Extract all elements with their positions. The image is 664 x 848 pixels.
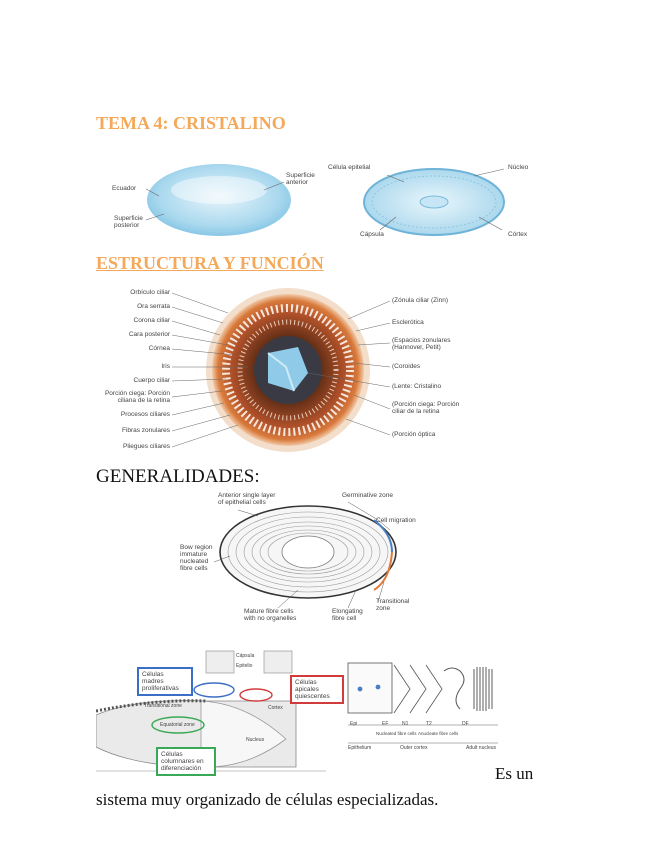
lens-fibre-illustration xyxy=(213,501,397,609)
eye-structure-figure: Orbículo ciliar Ora serrata Corona cilia… xyxy=(105,283,460,455)
page-title: TEMA 4: CRISTALINO xyxy=(96,113,286,133)
section-heading: ESTRUCTURA Y FUNCIÓN xyxy=(96,253,324,273)
label-anterior-surface: Superficie anterior xyxy=(286,172,315,186)
eye-label-r6: (Porción óptica xyxy=(392,431,436,438)
fibre-label-bow: Bow region immature nucleated fibre cell… xyxy=(180,544,213,572)
lens-fibre-figure: Anterior single layer of epithelial cell… xyxy=(178,490,418,630)
axis-df: DF xyxy=(462,721,469,727)
eye-ring-illustration xyxy=(171,288,391,452)
zone-adult-nucleus: Adult nucleus xyxy=(466,745,497,751)
box-differentiation: Células columnares en diferenciación xyxy=(156,747,216,776)
fibre-label-mature: Mature fibre cells with no organelles xyxy=(244,608,297,622)
eye-label-4: Córnea xyxy=(148,345,170,352)
zone-anucleate: Anucleate fibre cells xyxy=(418,731,459,736)
differentiation-illustration xyxy=(95,650,498,772)
eye-label-r2: (Espacios zonulares (Hannover, Petit) xyxy=(392,337,451,351)
eye-label-5: Iris xyxy=(161,363,170,370)
fig4-label-transitional: Transitional zone xyxy=(144,703,182,709)
paragraph-line-2: sistema muy organizado de células especi… xyxy=(96,790,439,809)
eye-label-r5: (Porción ciega: Porción ciliar de la ret… xyxy=(392,401,460,415)
fig4-label-capsule: Cápsula xyxy=(236,653,255,659)
box-quiescent: Células apicales quiescentes xyxy=(290,675,344,704)
axis-epi: Epi xyxy=(350,721,358,727)
label-posterior-surface: Superficie posterior xyxy=(114,215,143,229)
eye-label-2: Corona ciliar xyxy=(133,317,171,324)
fig4-label-nucleus: Nucleus xyxy=(246,737,265,743)
label-cortex: Córtex xyxy=(508,231,528,238)
eye-label-9: Fibras zonulares xyxy=(121,427,170,434)
eye-label-0: Orbículo ciliar xyxy=(130,289,170,296)
zone-nucleated: Nucleated fibre cells xyxy=(376,731,417,736)
cell-differentiation-figure: Células madres proliferativas Células ap… xyxy=(95,643,504,776)
lens-overview-figure: Ecuador Superficie anterior Superficie p… xyxy=(104,152,544,252)
fig4-label-cortex: Cortex xyxy=(268,705,283,711)
fig4-label-equatorial: Equatorial zone xyxy=(160,722,195,728)
axis-ef: EF xyxy=(382,721,389,727)
eye-label-r3: (Coroides xyxy=(392,363,421,370)
eye-label-3: Cara posterior xyxy=(128,331,170,338)
axis-t2: T2 xyxy=(426,721,432,727)
box-proliferative: Células madres proliferativas xyxy=(137,667,193,696)
generalidades-heading: GENERALIDADES: xyxy=(96,466,260,487)
eye-label-8: Procesos ciliares xyxy=(120,411,170,418)
fig4-label-epithelium: Epitelio xyxy=(236,663,253,669)
label-epithelial-cell: Célula epitelial xyxy=(328,164,371,171)
label-capsule: Cápsula xyxy=(360,231,384,238)
axis-n1: N1 xyxy=(402,721,409,727)
eye-label-r4: (Lente: Cristalino xyxy=(392,383,442,390)
eye-label-1: Ora serrata xyxy=(137,303,170,310)
fibre-label-migration: Cell migration xyxy=(376,517,416,524)
eye-label-6: Cuerpo ciliar xyxy=(133,377,171,384)
fibre-label-elongating: Elongating fibre cell xyxy=(332,608,363,622)
eye-label-r1: Esclerótica xyxy=(392,319,424,326)
zone-outer-cortex: Outer cortex xyxy=(400,745,428,751)
fibre-label-anterior: Anterior single layer of epithelial cell… xyxy=(218,492,276,506)
zone-epithelium: Epithelium xyxy=(348,745,372,751)
fibre-label-germinative: Germinative zone xyxy=(342,492,393,499)
paragraph-line-1: Es un xyxy=(495,764,534,783)
fibre-label-transitional: Transitional zone xyxy=(376,598,410,612)
eye-label-10: Pliegues ciliares xyxy=(123,443,170,450)
label-equator: Ecuador xyxy=(112,185,137,192)
eye-label-r0: (Zónula ciliar (Zinn) xyxy=(392,297,448,304)
eye-label-7: Porción ciega: Porción ciliana de la ret… xyxy=(104,390,170,404)
lens-illustration xyxy=(145,164,505,236)
label-nucleus: Núcleo xyxy=(508,164,529,171)
